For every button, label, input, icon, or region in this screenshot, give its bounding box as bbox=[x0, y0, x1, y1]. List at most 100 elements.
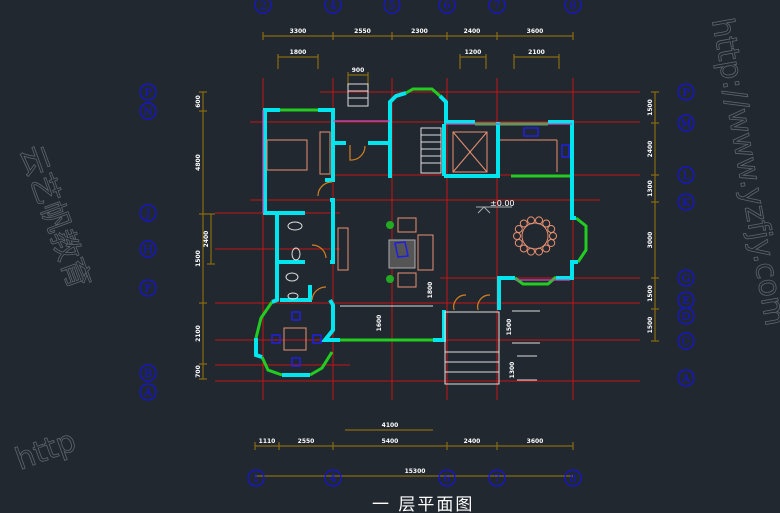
axis-label: 7 bbox=[494, 0, 501, 12]
dimension-label: 3000 bbox=[647, 232, 654, 249]
axis-bubble bbox=[139, 204, 157, 222]
dimension-label: 2100 bbox=[528, 49, 545, 56]
axis-bubble bbox=[564, 0, 582, 14]
watermark-fragment: http bbox=[11, 424, 81, 478]
dimension-label: 5400 bbox=[382, 438, 399, 445]
axis-label: 8 bbox=[570, 0, 577, 12]
axis-bubble bbox=[677, 269, 695, 287]
dimension-label: 2400 bbox=[464, 438, 481, 445]
dimension-label: 2400 bbox=[647, 141, 654, 158]
axis-label: M bbox=[680, 117, 691, 130]
axis-bubble bbox=[139, 102, 157, 120]
chair bbox=[549, 232, 557, 240]
bed bbox=[266, 139, 308, 171]
round-dining-table bbox=[521, 222, 549, 250]
axis-label: 5 bbox=[389, 0, 396, 12]
axis-bubble bbox=[139, 364, 157, 382]
chair bbox=[535, 216, 544, 225]
axis-bubble bbox=[677, 83, 695, 101]
axis-label: B bbox=[144, 367, 152, 380]
dimension-label: 1500 bbox=[195, 250, 202, 267]
chair bbox=[513, 232, 521, 240]
axis-bubble bbox=[139, 279, 157, 297]
axis-label: 7 bbox=[494, 472, 501, 485]
axis-bubble bbox=[488, 0, 506, 14]
dimension-label: 2550 bbox=[354, 28, 371, 35]
dimension-label: 2400 bbox=[464, 28, 481, 35]
sofa bbox=[417, 234, 434, 271]
axis-bubble bbox=[438, 0, 456, 14]
axis-label: D bbox=[682, 310, 691, 323]
dimension-label: 1500 bbox=[647, 317, 654, 334]
dimension-label: 900 bbox=[352, 67, 365, 74]
axis-label: K bbox=[682, 196, 691, 209]
drawing-title: 一 层平面图 bbox=[372, 495, 475, 513]
plants bbox=[386, 221, 394, 283]
axis-bubble bbox=[677, 193, 695, 211]
axis-label: 1 bbox=[253, 472, 260, 485]
axis-label: 4 bbox=[330, 472, 337, 485]
axis-bubble bbox=[139, 83, 157, 101]
axis-bubble bbox=[677, 114, 695, 132]
axis-bubble bbox=[677, 166, 695, 184]
axis-label: P bbox=[682, 86, 690, 99]
axis-label: A bbox=[681, 372, 691, 385]
elevation-symbol bbox=[476, 206, 512, 214]
axis-bubble bbox=[247, 469, 265, 487]
chair bbox=[547, 238, 556, 247]
chair bbox=[514, 225, 523, 234]
axis-bubble bbox=[383, 0, 401, 14]
tv-cabinet bbox=[337, 227, 349, 271]
kitchen-counter bbox=[452, 131, 488, 173]
axis-bubble bbox=[677, 307, 695, 325]
axis-label: 6 bbox=[444, 472, 451, 485]
dimension-label: 1500 bbox=[647, 285, 654, 302]
axis-bubble bbox=[324, 469, 342, 487]
axis-label: L bbox=[682, 169, 690, 182]
chair bbox=[547, 225, 556, 234]
dining-table bbox=[283, 327, 307, 351]
dimension-label: 1800 bbox=[290, 49, 307, 56]
chair bbox=[519, 219, 528, 228]
sanitary bbox=[285, 221, 303, 300]
chair bbox=[519, 244, 528, 253]
stairs bbox=[340, 83, 540, 385]
dimension-label: 1500 bbox=[647, 99, 654, 116]
dimension-label: 2400 bbox=[203, 231, 210, 248]
dimension-label: 700 bbox=[195, 365, 202, 378]
dimension-label: 1200 bbox=[465, 49, 482, 56]
axis-label: N bbox=[143, 105, 153, 118]
dimension-label: 2300 bbox=[411, 28, 428, 35]
elevation-mark: ±0.00 bbox=[490, 199, 515, 208]
dimension-label: 4800 bbox=[195, 154, 202, 171]
coffee-table bbox=[388, 239, 416, 269]
blue-fixtures bbox=[271, 127, 570, 367]
total-dimension-label: 15300 bbox=[405, 468, 426, 475]
axis-label: G bbox=[682, 272, 691, 285]
doors bbox=[311, 145, 491, 311]
chair bbox=[514, 238, 523, 247]
axis-bubble bbox=[254, 0, 272, 14]
chair bbox=[526, 216, 535, 225]
dining-chairs bbox=[513, 216, 557, 256]
dimension-label: 1300 bbox=[647, 180, 654, 197]
axis-label: 2 bbox=[260, 0, 267, 12]
walls: ±0.00 bbox=[254, 83, 588, 385]
interior-dimension-label: 1600 bbox=[376, 315, 383, 332]
axis-label: J bbox=[145, 207, 150, 220]
furniture bbox=[266, 131, 558, 351]
axis-label: H bbox=[143, 243, 153, 256]
wardrobe bbox=[319, 131, 331, 175]
dimension-label: 2550 bbox=[298, 438, 315, 445]
dimension-label: 1110 bbox=[259, 438, 276, 445]
chair bbox=[535, 247, 544, 256]
dimension-lines bbox=[199, 32, 659, 477]
axis-label: E bbox=[682, 294, 690, 307]
dimension-label: 3300 bbox=[290, 28, 307, 35]
dimension-label: 600 bbox=[195, 95, 202, 108]
axis-bubble bbox=[324, 0, 342, 14]
dimension-label: 3600 bbox=[527, 28, 544, 35]
